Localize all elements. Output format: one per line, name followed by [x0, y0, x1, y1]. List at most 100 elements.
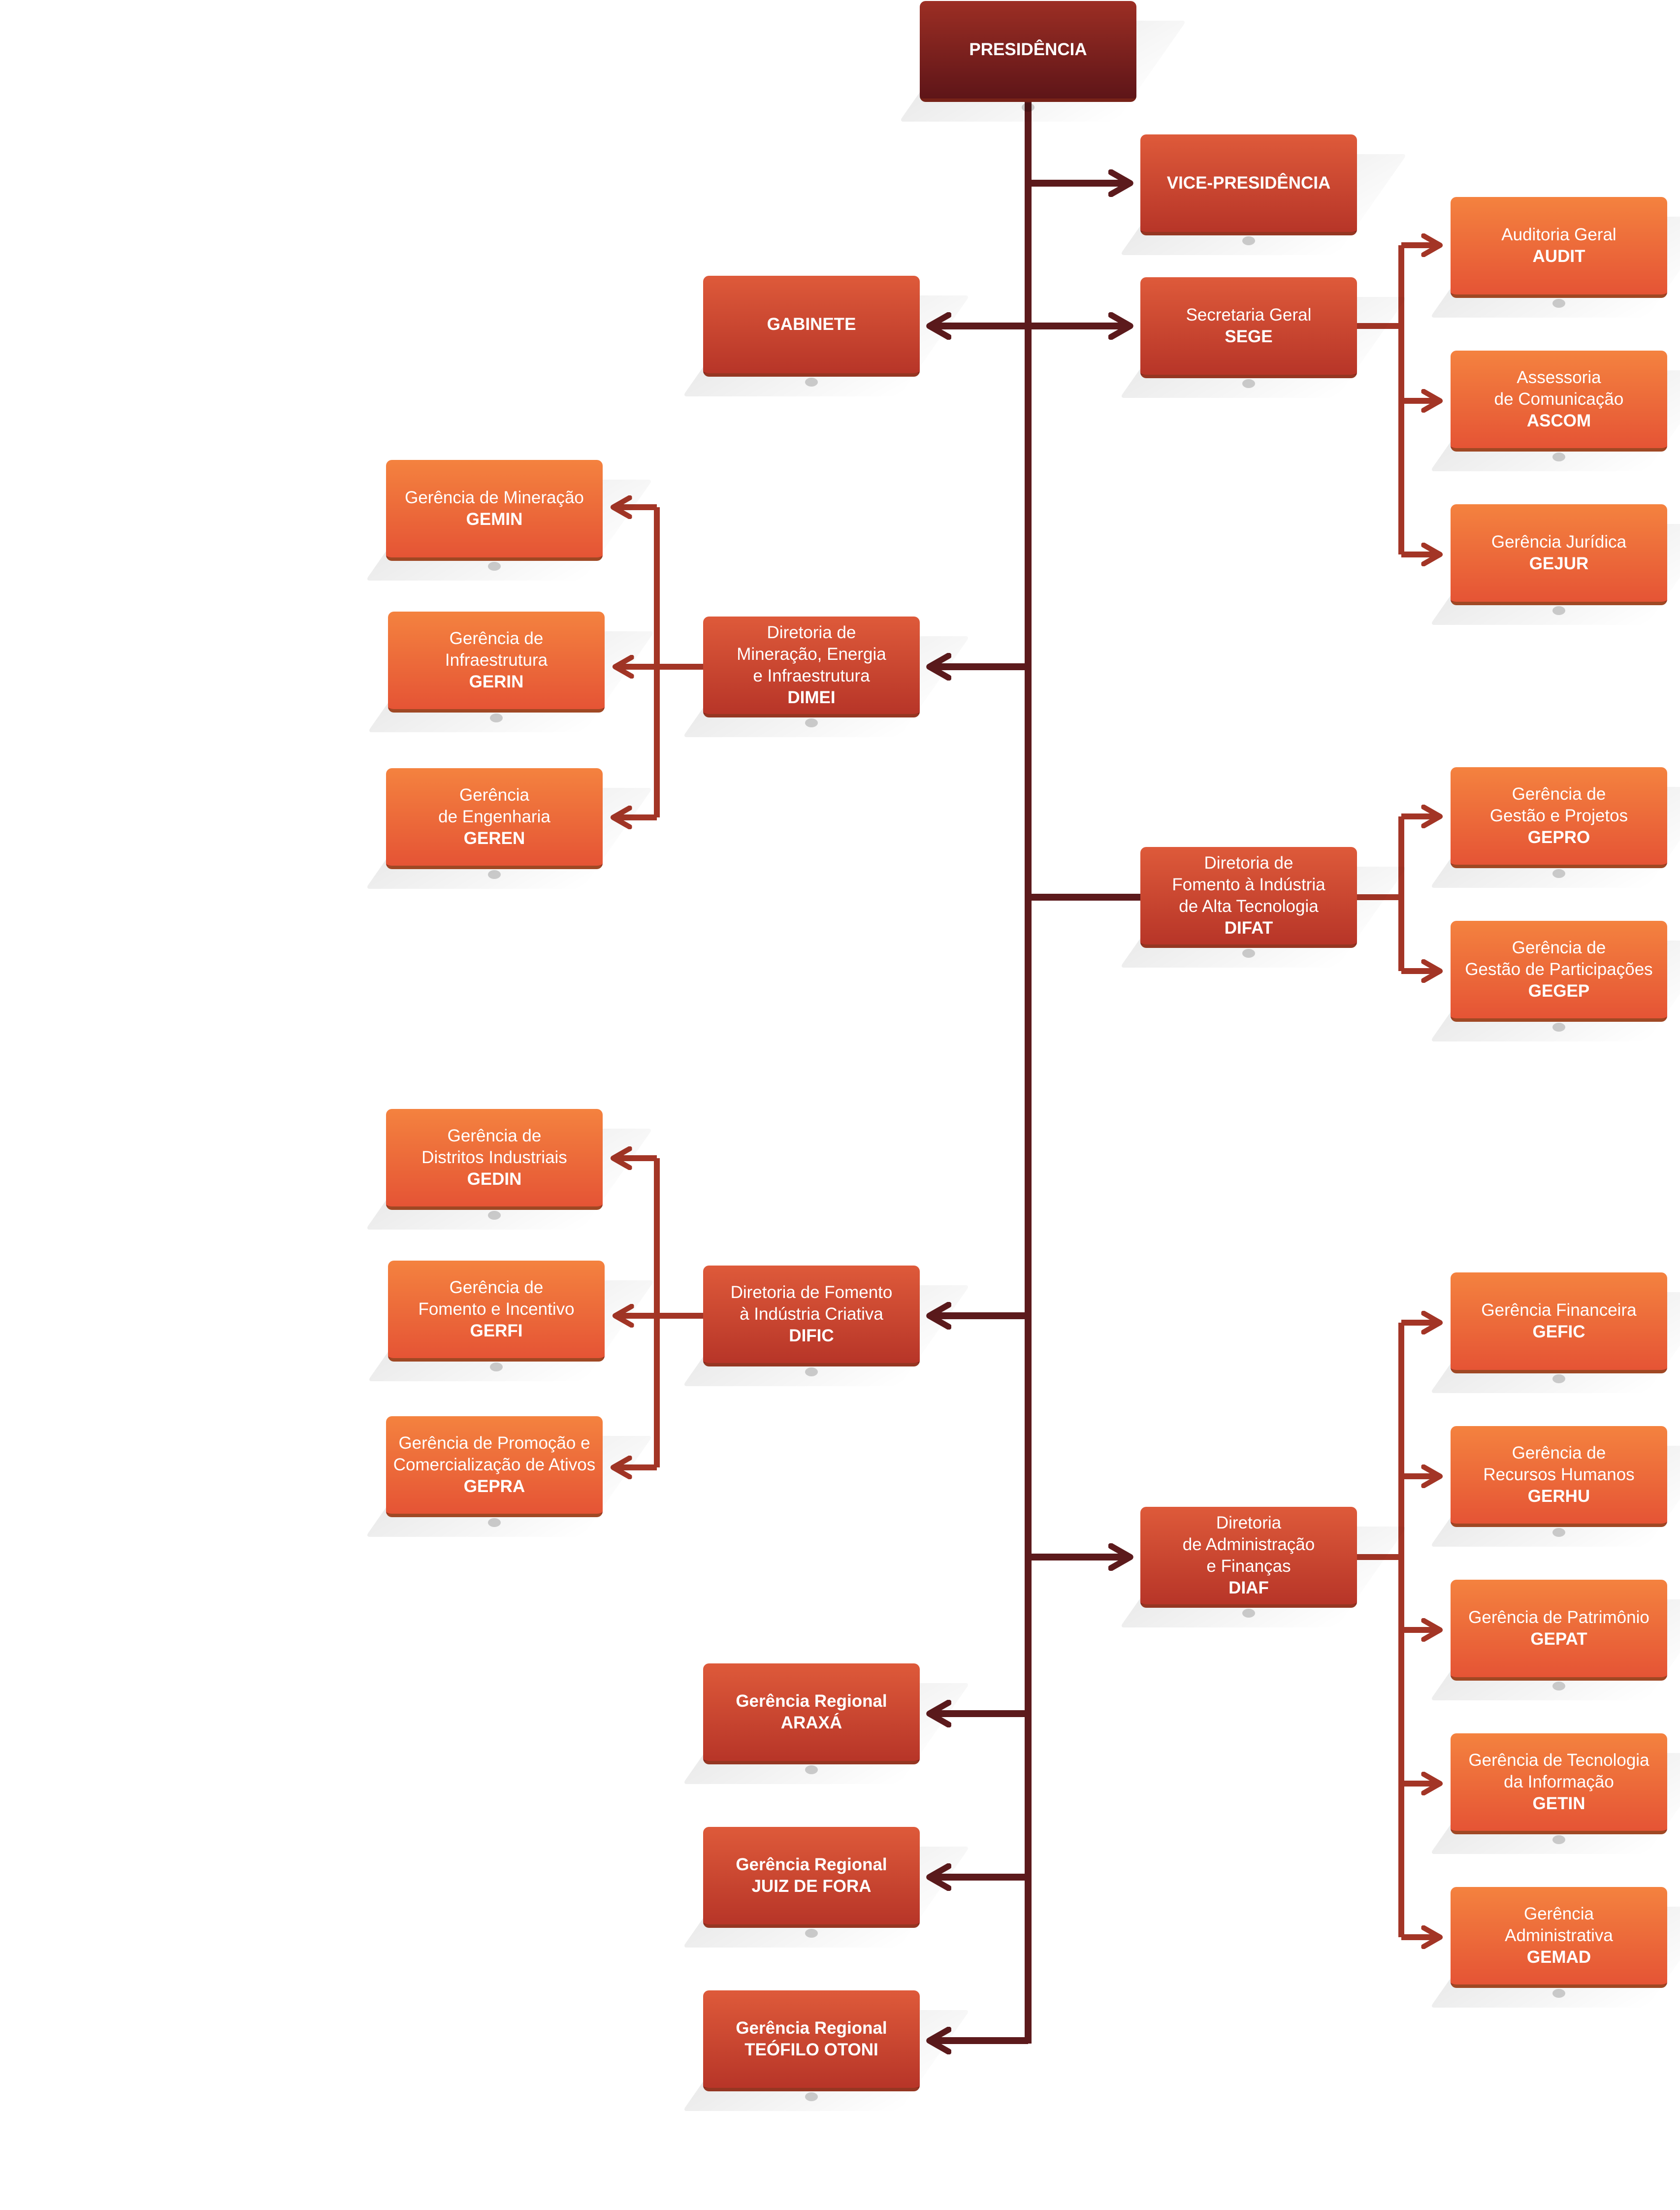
node-label-line: Gerência Regional [736, 1855, 887, 1874]
node-label-line: da Informação [1504, 1772, 1614, 1791]
node-label-line: Diretoria [1216, 1513, 1282, 1532]
node-anchor-dot [490, 1363, 503, 1371]
node-anchor-dot [1552, 1835, 1565, 1844]
node-abbreviation: JUIZ DE FORA [751, 1877, 872, 1896]
branch-lines [615, 245, 1438, 1937]
node-anchor-dot [1552, 1374, 1565, 1383]
node-label-line: Infraestrutura [445, 650, 548, 670]
node-label-line: Recursos Humanos [1483, 1465, 1635, 1484]
node-label-line: Gerência [459, 785, 530, 805]
node-anchor-dot [1552, 606, 1565, 615]
node-abbreviation: TEÓFILO OTONI [744, 2040, 878, 2059]
node-abbreviation: GEPAT [1530, 1629, 1587, 1649]
node-anchor-dot [805, 378, 818, 387]
node-abbreviation: GEGEP [1528, 981, 1590, 1001]
node-label-line: e Infraestrutura [753, 666, 870, 685]
node-abbreviation: DIFAT [1224, 918, 1273, 938]
node-dimei[interactable]: Diretoria de Mineração, Energia e Infraest… [703, 617, 920, 717]
node-label-line: Gerência de Patrimônio [1468, 1608, 1649, 1627]
node-anchor-dot [488, 1518, 501, 1527]
node-label-line: Gerência de Tecnologia [1468, 1751, 1649, 1770]
node-presidencia[interactable]: PRESIDÊNCIA [920, 1, 1136, 102]
node-label-line: Auditoria Geral [1501, 225, 1616, 244]
node-abbreviation: GEDIN [467, 1170, 522, 1189]
node-anchor-dot [805, 1765, 818, 1774]
node-abbreviation: GEREN [463, 829, 525, 848]
node-label-line: Gerência de [1512, 938, 1606, 957]
node-abbreviation: GABINETE [767, 315, 856, 334]
node-anchor-dot [1552, 1023, 1565, 1032]
node-label-line: Comercialização de Ativos [393, 1455, 596, 1474]
node-label-line: Gerência Financeira [1481, 1300, 1637, 1320]
node-label-line: de Alta Tecnologia [1179, 897, 1319, 916]
node-anchor-dot [1242, 949, 1255, 958]
node-label-line: Fomento e Incentivo [418, 1300, 575, 1319]
node-abbreviation: SEGE [1225, 327, 1273, 346]
node-label-line: Fomento à Indústria [1172, 875, 1325, 894]
node-abbreviation: GEMAD [1526, 1948, 1591, 1967]
node-anchor-dot [488, 870, 501, 879]
node-label-line: Diretoria de [767, 623, 856, 642]
node-label-line: à Indústria Criativa [740, 1304, 883, 1324]
node-anchor-dot [805, 1367, 818, 1376]
node-label-line: e Finanças [1206, 1557, 1291, 1576]
node-label-line: de Comunicação [1494, 390, 1624, 409]
node-abbreviation: GEFIC [1532, 1322, 1585, 1341]
node-label-line: Gerência de Promoção e [398, 1433, 590, 1453]
node-anchor-dot [1552, 1528, 1565, 1537]
node-abbreviation: GETIN [1532, 1794, 1585, 1813]
node-abbreviation: GEJUR [1529, 554, 1589, 573]
node-abbreviation: ARAXÁ [780, 1713, 842, 1732]
node-abbreviation: GERIN [469, 672, 524, 691]
node-anchor-dot [1242, 236, 1255, 245]
node-label-line: Gerência Regional [736, 2018, 887, 2038]
trunk-lines [932, 102, 1140, 2044]
node-anchor-dot [1552, 869, 1565, 878]
node-anchor-dot [1552, 299, 1565, 308]
node-gabinete[interactable]: GABINETE [703, 276, 920, 377]
node-label-line: Gerência Jurídica [1491, 532, 1627, 552]
node-anchor-dot [1552, 1989, 1565, 1998]
node-anchor-dot [805, 718, 818, 727]
node-abbreviation: DIFIC [789, 1326, 834, 1345]
node-gepra[interactable]: Gerência de Promoção e Comercialização de… [386, 1416, 603, 1517]
node-label-line: Gerência de [1512, 1443, 1606, 1462]
node-abbreviation: GEPRO [1527, 828, 1590, 847]
node-anchor-dot [1552, 453, 1565, 461]
node-abbreviation: GEPRA [463, 1477, 525, 1496]
node-label-line: Gerência de Mineração [405, 488, 584, 507]
node-abbreviation: AUDIT [1532, 247, 1585, 266]
node-label-line: Gestão e Projetos [1489, 806, 1628, 825]
node-vice[interactable]: VICE-PRESIDÊNCIA [1140, 134, 1357, 235]
node-label-line: Mineração, Energia [737, 645, 886, 664]
node-label-line: Gerência [1523, 1904, 1594, 1923]
node-label-line: de Engenharia [438, 807, 550, 826]
node-label-line: Secretaria Geral [1186, 305, 1312, 325]
node-label-line: de Administração [1182, 1535, 1315, 1554]
node-anchor-dot [488, 562, 501, 571]
node-abbreviation: GERHU [1527, 1487, 1590, 1506]
